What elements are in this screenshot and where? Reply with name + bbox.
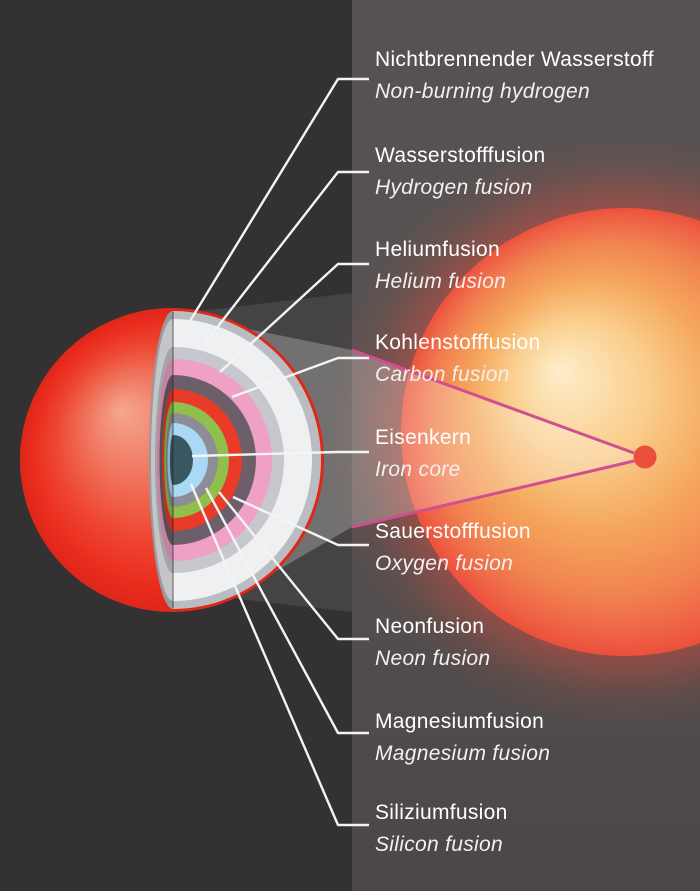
label-hydrogen-fusion-de: Wasserstofffusion (375, 144, 545, 167)
label-nonburning-hydrogen-de: Nichtbrennender Wasserstoff (375, 48, 654, 71)
label-silicon-fusion-en: Silicon fusion (375, 833, 503, 856)
label-iron-core-en: Iron core (375, 458, 461, 481)
leader-magnesium-fusion (204, 487, 369, 735)
label-oxygen-fusion-de: Sauerstofffusion (375, 520, 531, 543)
label-oxygen-fusion-en: Oxygen fusion (375, 552, 513, 575)
leader-iron-core (191, 450, 369, 458)
leader-silicon-fusion (189, 483, 369, 827)
label-silicon-fusion: Siliziumfusion Silicon fusion (375, 801, 508, 856)
leader-oxygen-fusion (232, 495, 369, 547)
leader-carbon-fusion (231, 356, 369, 399)
label-magnesium-fusion-en: Magnesium fusion (375, 742, 550, 765)
sliver-core (170, 435, 173, 485)
label-magnesium-fusion: Magnesiumfusion Magnesium fusion (375, 710, 550, 765)
leader-nonburning-hydrogen (188, 77, 369, 322)
cut-face-rings (173, 311, 321, 609)
label-iron-core: Eisenkern Iron core (375, 426, 471, 481)
leader-neon-fusion (218, 491, 369, 641)
label-helium-fusion-de: Heliumfusion (375, 238, 500, 261)
label-iron-core-de: Eisenkern (375, 426, 471, 449)
core-dot (633, 445, 657, 469)
supergiant-sphere (401, 208, 700, 656)
label-neon-fusion: Neonfusion Neon fusion (375, 615, 490, 670)
label-carbon-fusion: Kohlenstofffusion Carbon fusion (375, 331, 540, 386)
label-carbon-fusion-en: Carbon fusion (375, 363, 510, 386)
label-neon-fusion-de: Neonfusion (375, 615, 484, 638)
label-nonburning-hydrogen: Nichtbrennender Wasserstoff Non-burning … (375, 48, 654, 103)
cut-face-sliver (149, 311, 173, 609)
leader-hydrogen-fusion (204, 170, 369, 344)
zoom-wedge (352, 350, 645, 527)
zoom-wedge-upper-edge (351, 348, 635, 455)
label-helium-fusion-en: Helium fusion (375, 270, 506, 293)
leader-helium-fusion (219, 262, 369, 373)
label-hydrogen-fusion: Wasserstofffusion Hydrogen fusion (375, 144, 545, 199)
zoom-wedge-lower-edge (351, 459, 635, 529)
label-neon-fusion-en: Neon fusion (375, 647, 490, 670)
label-helium-fusion: Heliumfusion Helium fusion (375, 238, 506, 293)
label-magnesium-fusion-de: Magnesiumfusion (375, 710, 544, 733)
label-silicon-fusion-de: Siliziumfusion (375, 801, 508, 824)
label-carbon-fusion-de: Kohlenstofffusion (375, 331, 540, 354)
label-nonburning-hydrogen-en: Non-burning hydrogen (375, 80, 590, 103)
label-hydrogen-fusion-en: Hydrogen fusion (375, 176, 532, 199)
cutaway-star (20, 308, 324, 612)
label-oxygen-fusion: Sauerstofffusion Oxygen fusion (375, 520, 531, 575)
ring-iron-core (173, 435, 193, 485)
